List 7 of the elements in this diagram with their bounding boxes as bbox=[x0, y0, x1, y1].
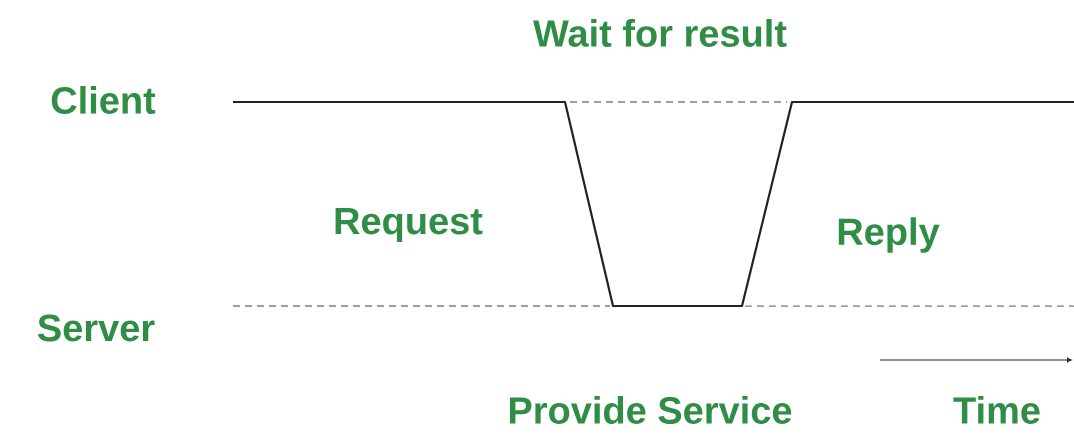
participant-label: Client bbox=[51, 86, 156, 114]
phase-label: Provide Service bbox=[509, 396, 792, 424]
participant-label: Server bbox=[37, 314, 155, 342]
phase-label: Reply bbox=[838, 217, 940, 253]
axis-label: Time bbox=[953, 396, 1040, 424]
phase-label: Request bbox=[335, 208, 483, 242]
phase-label: Wait for result bbox=[533, 19, 787, 47]
